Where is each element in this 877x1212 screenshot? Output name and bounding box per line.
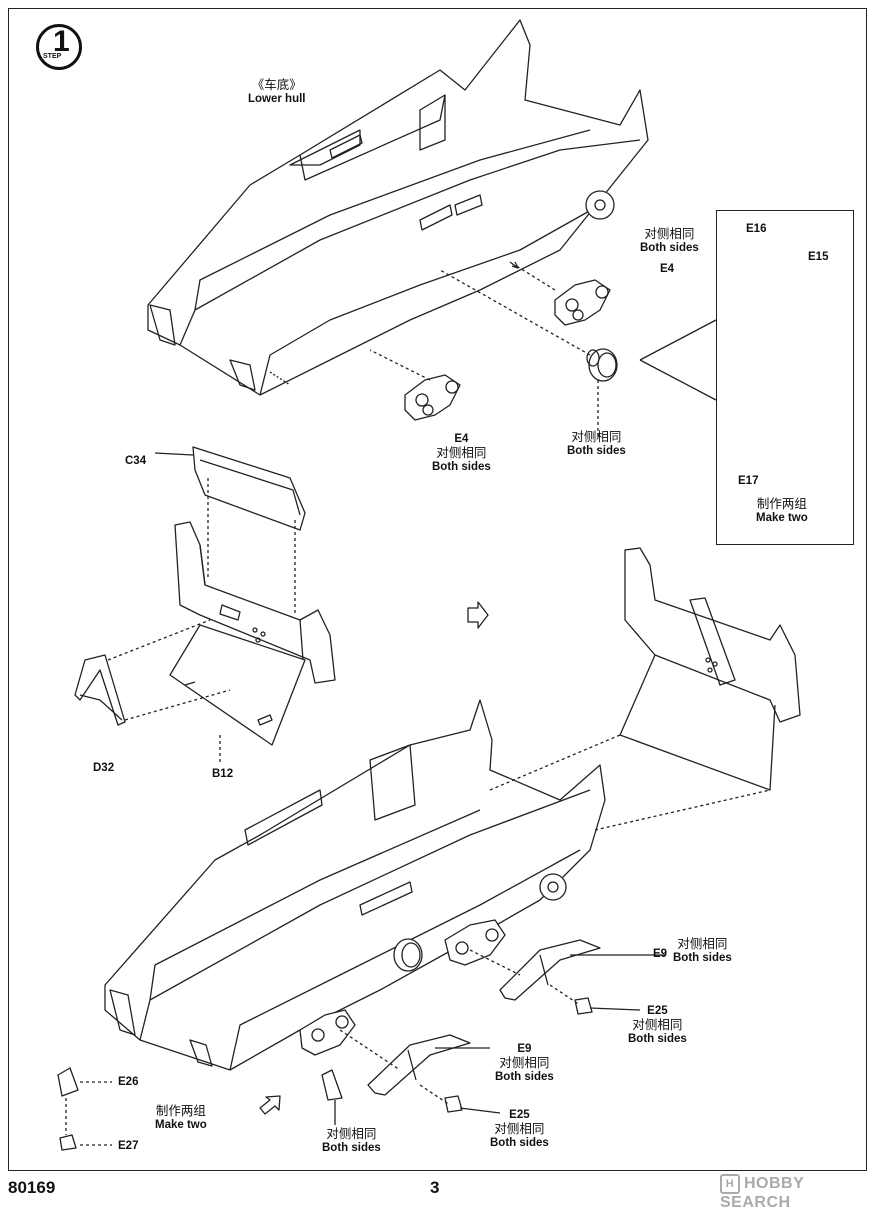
label-e25-lower-part: E25: [509, 1109, 530, 1121]
label-e9-lower-part: E9: [517, 1043, 532, 1055]
label-e9-right-en: Both sides: [673, 952, 732, 964]
step-badge: 1 STEP: [36, 24, 82, 70]
label-lower-hull: 《车底》 Lower hull: [248, 78, 306, 106]
b12-part: [169, 624, 306, 746]
label-e25-lower: E25 对侧相同 Both sides: [490, 1108, 549, 1150]
upper-lower-hull: [147, 19, 649, 396]
label-e17: E17: [738, 475, 759, 487]
label-e9-lower-en: Both sides: [495, 1071, 554, 1083]
d32-part: [74, 654, 126, 726]
label-e9-lower-cn: 对侧相同: [499, 1056, 550, 1070]
guide-lines-top: [369, 264, 599, 440]
label-bottom-both-cn: 对侧相同: [326, 1127, 377, 1141]
right-rear-panel: [619, 547, 801, 791]
direction-arrow-bottom: [259, 1095, 281, 1115]
step-label: STEP: [43, 53, 62, 60]
e26-e27-parts: [57, 1067, 112, 1151]
kit-code: 80169: [8, 1178, 56, 1197]
label-e25-right: E25 对侧相同 Both sides: [628, 1004, 687, 1046]
label-e4-left-part: E4: [454, 433, 469, 445]
label-e25-right-en: Both sides: [628, 1033, 687, 1045]
label-bottom-both-en: Both sides: [322, 1142, 381, 1154]
road-wheel-part: [586, 348, 618, 382]
label-e27: E27: [118, 1140, 139, 1152]
label-d32: D32: [93, 762, 115, 774]
label-e15: E15: [808, 251, 829, 263]
label-c34: C34: [125, 455, 147, 467]
label-make-two-cn: 制作两组: [155, 1104, 206, 1118]
label-e4-right-both: 对侧相同 Both sides: [640, 227, 699, 255]
label-make-two: 制作两组 Make two: [155, 1104, 207, 1132]
label-lower-hull-cn: 《车底》: [251, 78, 302, 92]
label-e4-left-cn: 对侧相同: [436, 446, 487, 460]
label-e26: E26: [118, 1076, 139, 1088]
label-lower-hull-en: Lower hull: [248, 93, 306, 105]
c34-part: [154, 446, 306, 531]
label-make-two-en: Make two: [155, 1119, 207, 1131]
label-inset-cn: 制作两组: [756, 497, 807, 511]
label-e9-right-cn: 对侧相同: [677, 937, 728, 951]
label-e4-right-part: E4: [660, 263, 675, 275]
inset-box: [716, 210, 854, 545]
watermark-logo: H: [720, 1174, 740, 1194]
label-e16: E16: [746, 223, 767, 235]
e4-part-left: [404, 374, 461, 421]
guide-lines-mid: [107, 478, 296, 765]
label-inset-en: Make two: [756, 512, 808, 524]
label-e4-right-en: Both sides: [640, 242, 699, 254]
label-e9-right-part: E9: [653, 948, 668, 960]
label-e4-left: E4 对侧相同 Both sides: [432, 432, 491, 474]
label-e4-right-cn: 对侧相同: [644, 227, 695, 241]
callout-pointer: [639, 319, 717, 401]
label-bottom-both: 对侧相同 Both sides: [322, 1127, 381, 1155]
label-e9-right: 对侧相同 Both sides: [673, 937, 732, 965]
e4-part-right: [554, 279, 611, 326]
label-e9-lower: E9 对侧相同 Both sides: [495, 1042, 554, 1084]
guide-lines-bottom: [339, 734, 771, 1106]
lower-hull: [104, 699, 606, 1071]
direction-arrow-mid: [467, 601, 489, 629]
label-e25-right-part: E25: [647, 1005, 668, 1017]
label-b12: B12: [212, 768, 234, 780]
label-e4-left-en: Both sides: [432, 461, 491, 473]
page-number: 3: [430, 1178, 440, 1197]
label-wheel-both: 对侧相同 Both sides: [567, 430, 626, 458]
page-frame: [8, 8, 867, 1171]
step-number: 1: [53, 25, 70, 58]
label-wheel-cn: 对侧相同: [571, 430, 622, 444]
label-e25-lower-cn: 对侧相同: [494, 1122, 545, 1136]
label-e25-lower-en: Both sides: [490, 1137, 549, 1149]
rear-plate: [174, 521, 336, 684]
arrow-tip: [509, 261, 519, 269]
leader-lines: [269, 371, 665, 1125]
label-wheel-en: Both sides: [567, 445, 626, 457]
label-e25-right-cn: 对侧相同: [632, 1018, 683, 1032]
label-inset-make-two: 制作两组 Make two: [756, 497, 808, 525]
